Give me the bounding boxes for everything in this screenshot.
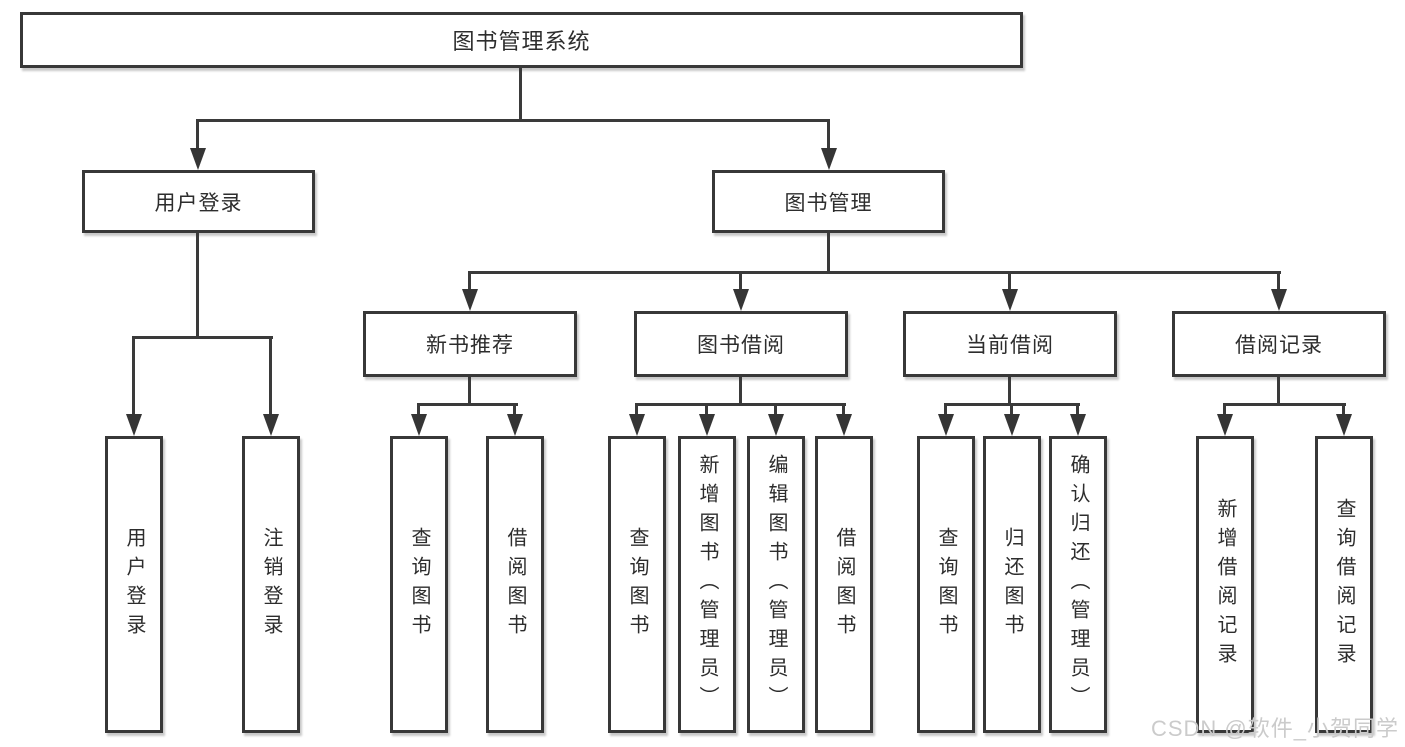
node-leaf-cb-confirm-return: 确认归还（管理员） [1049,436,1107,733]
arrowhead-cb-confirm-icon [1070,414,1086,436]
node-leaf-nb-borrow-books-label: 借阅图书 [504,526,526,643]
connector-userlogin-hbar [133,336,273,339]
connector-root-stem [519,68,522,120]
arrowhead-nb-query-icon [411,414,427,436]
node-borrow-records-label: 借阅记录 [1235,334,1323,357]
arrowhead-cb-query-icon [938,414,954,436]
node-leaf-logout-label: 注销登录 [260,526,282,643]
connector-bookborrow-down [739,377,742,404]
connector-cb-query-stem [944,403,947,416]
node-leaf-cb-return-books-label: 归还图书 [1001,526,1023,643]
node-leaf-cb-query-books: 查询图书 [917,436,975,733]
node-leaf-bb-borrow-books-label: 借阅图书 [833,526,855,643]
arrowhead-bookborrow-icon [733,289,749,311]
connector-userlogin-down [196,233,199,337]
node-current-borrow-label: 当前借阅 [966,334,1054,357]
node-leaf-br-add-record: 新增借阅记录 [1196,436,1254,733]
node-new-books-label: 新书推荐 [426,334,514,357]
arrowhead-borrowrecords-icon [1271,289,1287,311]
connector-borrowrecords-hbar [1224,403,1346,406]
connector-bb-add-stem [705,403,708,416]
connector-bookmgmt-stem [827,119,830,150]
node-leaf-user-login: 用户登录 [105,436,163,733]
connector-newbooks-hbar [418,403,518,406]
arrowhead-bb-query-icon [629,414,645,436]
arrowhead-newbooks-icon [462,289,478,311]
connector-bookborrow-hbar [636,403,846,406]
node-root-label: 图书管理系统 [452,29,591,54]
arrowhead-currentborrow-icon [1002,289,1018,311]
arrowhead-nb-borrow-icon [507,414,523,436]
node-leaf-br-add-record-label: 新增借阅记录 [1214,497,1236,672]
connector-borrowrecords-stem [1277,271,1280,291]
connector-cb-confirm-stem [1076,403,1079,416]
connector-currentborrow-stem [1008,271,1011,291]
arrowhead-bb-edit-icon [768,414,784,436]
connector-br-query-stem [1342,403,1345,416]
node-leaf-br-query-record: 查询借阅记录 [1315,436,1373,733]
connector-leaf-userlogin-stem [132,336,135,414]
connector-bb-borrow-stem [842,403,845,416]
arrowhead-br-query-icon [1336,414,1352,436]
connector-nb-borrow-stem [513,403,516,416]
connector-bookmgmt-hbar [469,271,1281,274]
arrowhead-userlogin-icon [190,148,206,170]
node-leaf-cb-confirm-return-label: 确认归还（管理员） [1067,454,1089,715]
arrowhead-bb-borrow-icon [836,414,852,436]
node-leaf-cb-return-books: 归还图书 [983,436,1041,733]
node-book-borrow-label: 图书借阅 [697,334,785,357]
connector-newbooks-down [468,377,471,404]
connector-userlogin-stem [196,119,199,150]
node-leaf-bb-borrow-books: 借阅图书 [815,436,873,733]
connector-newbooks-stem [468,271,471,291]
arrowhead-leaf-logout-icon [263,414,279,436]
connector-currentborrow-down [1008,377,1011,404]
connector-cb-return-stem [1010,403,1013,416]
arrowhead-cb-return-icon [1004,414,1020,436]
node-book-mgmt-label: 图书管理 [784,191,873,215]
arrowhead-leaf-userlogin-icon [126,414,142,436]
node-leaf-nb-query-books-label: 查询图书 [408,526,430,643]
node-root: 图书管理系统 [20,12,1023,68]
node-leaf-bb-query-books-label: 查询图书 [626,526,648,643]
node-user-login-label: 用户登录 [154,191,243,215]
connector-bookmgmt-down [827,233,830,272]
node-leaf-bb-edit-books-label: 编辑图书（管理员） [765,454,787,715]
arrowhead-bookmgmt-icon [821,148,837,170]
arrowhead-br-add-icon [1217,414,1233,436]
node-leaf-br-query-record-label: 查询借阅记录 [1333,497,1355,672]
connector-bb-query-stem [635,403,638,416]
node-leaf-bb-add-books: 新增图书（管理员） [678,436,736,733]
connector-nb-query-stem [417,403,420,416]
node-current-borrow: 当前借阅 [903,311,1117,377]
watermark-text: CSDN @软件_小贺同学 [1150,716,1399,741]
node-leaf-logout: 注销登录 [242,436,300,733]
node-book-mgmt: 图书管理 [712,170,945,233]
node-leaf-user-login-label: 用户登录 [123,526,145,643]
node-leaf-cb-query-books-label: 查询图书 [935,526,957,643]
arrowhead-bb-add-icon [699,414,715,436]
connector-leaf-logout-stem [269,336,272,414]
connector-root-hbar [197,119,830,122]
connector-bookborrow-stem [739,271,742,291]
node-leaf-nb-borrow-books: 借阅图书 [486,436,544,733]
connector-borrowrecords-down [1277,377,1280,404]
node-book-borrow: 图书借阅 [634,311,848,377]
node-leaf-bb-query-books: 查询图书 [608,436,666,733]
node-borrow-records: 借阅记录 [1172,311,1386,377]
node-new-books: 新书推荐 [363,311,577,377]
connector-bb-edit-stem [774,403,777,416]
node-leaf-nb-query-books: 查询图书 [390,436,448,733]
node-user-login: 用户登录 [82,170,315,233]
node-leaf-bb-edit-books: 编辑图书（管理员） [747,436,805,733]
node-leaf-bb-add-books-label: 新增图书（管理员） [696,454,718,715]
connector-br-add-stem [1223,403,1226,416]
